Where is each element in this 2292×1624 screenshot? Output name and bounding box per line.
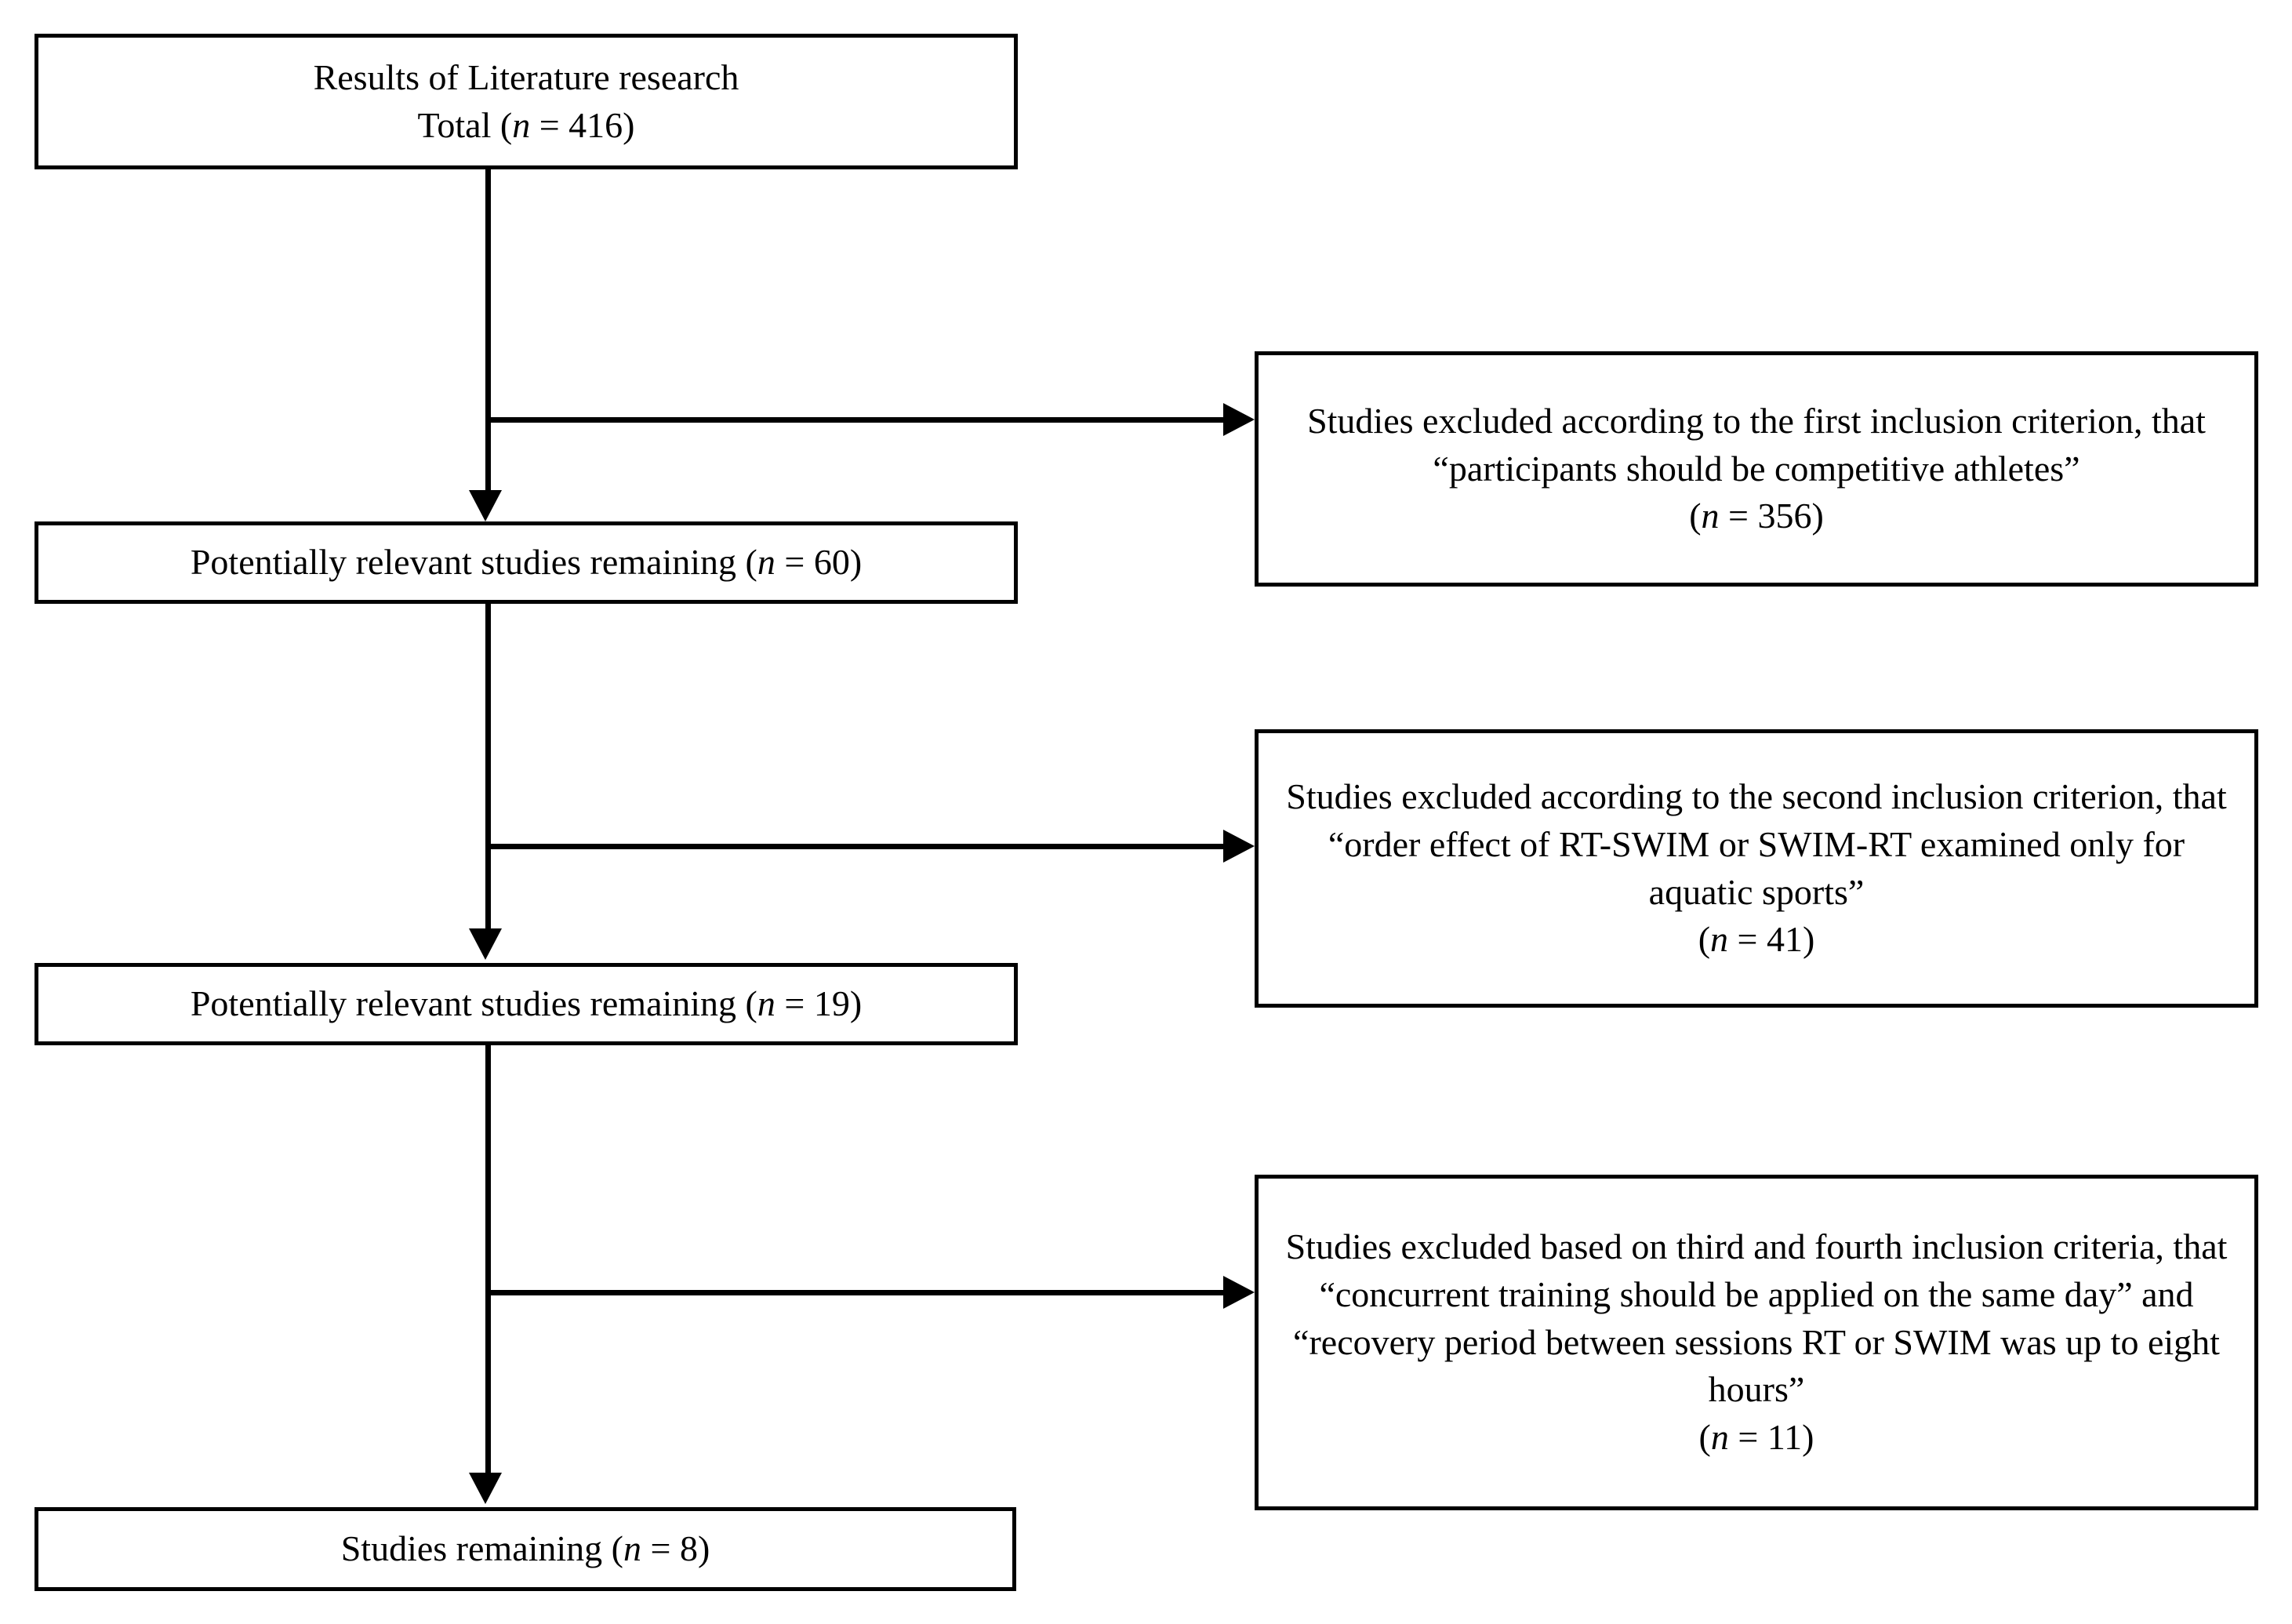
node-studies-remaining-8: Studies remaining (n = 8): [35, 1507, 1016, 1591]
node-remaining-19-text: Potentially relevant studies remaining (…: [190, 983, 863, 1024]
connector-results-to-remaining-60: [485, 169, 491, 495]
node-studies-excluded-second-criterion: Studies excluded according to the second…: [1255, 729, 2258, 1008]
node-studies-excluded-first-criterion: Studies excluded according to the first …: [1255, 351, 2258, 587]
connector-results-to-excluded-356: [488, 417, 1225, 423]
connector-remaining-60-to-remaining-19: [485, 604, 491, 933]
arrowhead-down-icon-2: [469, 928, 502, 960]
node-studies-excluded-third-fourth-criteria: Studies excluded based on third and four…: [1255, 1175, 2258, 1510]
node-excluded-41-text: Studies excluded according to the second…: [1286, 776, 2227, 960]
arrowhead-right-icon-3: [1223, 1276, 1255, 1309]
node-excluded-356-text: Studies excluded according to the first …: [1307, 400, 2206, 536]
arrowhead-right-icon-1: [1223, 403, 1255, 436]
node-remaining-60-text: Potentially relevant studies remaining (…: [190, 542, 863, 583]
connector-remaining-19-to-studies-8: [485, 1045, 491, 1478]
node-studies-8-text: Studies remaining (n = 8): [340, 1528, 710, 1569]
arrowhead-right-icon-2: [1223, 830, 1255, 863]
node-potentially-relevant-studies-remaining-19: Potentially relevant studies remaining (…: [35, 963, 1018, 1045]
node-potentially-relevant-studies-remaining-60: Potentially relevant studies remaining (…: [35, 521, 1018, 604]
connector-remaining-60-to-excluded-41: [488, 844, 1225, 849]
arrowhead-down-icon-3: [469, 1473, 502, 1504]
node-excluded-11-text: Studies excluded based on third and four…: [1285, 1226, 2228, 1458]
arrowhead-down-icon-1: [469, 490, 502, 521]
connector-remaining-19-to-excluded-11: [488, 1290, 1225, 1295]
